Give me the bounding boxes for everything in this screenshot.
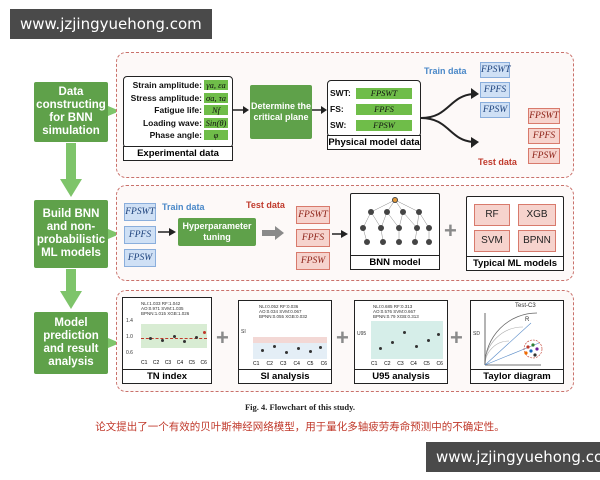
exp-label: Fatigue life: [154, 105, 202, 116]
train-fp-swt: FPSWT [480, 62, 511, 78]
build-train-stack: FPSWT FPFS FPSW [124, 203, 156, 267]
test-fp-swt: FPSWT [528, 108, 560, 124]
experimental-data-caption: Experimental data [123, 146, 233, 161]
test-fp-fs: FPFS [528, 128, 560, 144]
si-analysis-caption: SI analysis [238, 369, 332, 384]
exp-label: Stress amplitude: [130, 92, 202, 103]
right-arrow-icon [262, 226, 284, 240]
experimental-rows: Strain amplitude: γa, εa Stress amplitud… [126, 79, 230, 142]
ml-model-bpnn: BPNN [518, 230, 556, 252]
train-fp-sw: FPSW [480, 102, 510, 118]
ml-model-svm: SVM [474, 230, 510, 252]
watermark-top: www.jzjingyuehong.com [10, 9, 212, 39]
phys-value: FPFS [356, 103, 412, 115]
right-arrow-icon [158, 228, 176, 236]
down-arrow-icon [60, 269, 82, 309]
right-arrow-icon [108, 338, 120, 348]
right-arrow-icon [108, 106, 120, 116]
exp-label: Strain amplitude: [132, 80, 202, 91]
test-data-label: Test data [478, 157, 517, 167]
taylor-legend: Test-C3 [515, 303, 536, 309]
phys-value: FPSW [356, 119, 412, 131]
summary-note: 论文提出了一个有效的贝叶斯神经网络模型，用于量化多轴疲劳寿命预测中的不确定性。 [95, 421, 505, 433]
critical-plane-box: Determine the critical plane [250, 85, 312, 139]
right-arrow-icon [332, 230, 348, 238]
taylor-diagram-caption: Taylor diagram [470, 369, 564, 384]
bnn-model-box [350, 193, 440, 257]
phys-value: FPSWT [356, 87, 412, 99]
stage-build-models: Build BNN and non-probabilistic ML model… [34, 200, 108, 268]
build-train-fp-fs: FPFS [124, 226, 156, 244]
train-fp-fs: FPFS [480, 82, 510, 98]
phys-label: SW: [330, 120, 347, 130]
split-arrows [420, 88, 479, 148]
stage-prediction-analysis: Model prediction and result analysis [34, 312, 108, 374]
ml-models-caption: Typical ML models [466, 256, 564, 271]
build-test-fp-fs: FPFS [296, 229, 330, 247]
ml-model-rf: RF [474, 204, 510, 226]
exp-symbol: φ [204, 130, 228, 141]
train-data-label: Train data [424, 66, 467, 76]
phys-label: FS: [330, 104, 344, 114]
plus-icon: + [336, 325, 349, 350]
watermark-bottom: www.jzjingyuehong.com [426, 442, 600, 472]
train-split-stack: FPSWT FPFS FPSW [480, 62, 511, 118]
physical-data-caption: Physical model data [327, 135, 421, 150]
build-train-fp-swt: FPSWT [124, 203, 156, 221]
test-split-stack: FPSWT FPFS FPSW [528, 108, 560, 164]
svg-text:R: R [525, 317, 530, 323]
right-arrow-icon [232, 106, 249, 114]
exp-label: Loading wave: [142, 117, 202, 128]
build-test-fp-swt: FPSWT [296, 206, 330, 224]
taylor-arcs: R [484, 312, 543, 366]
figure-caption: Fig. 4. Flowchart of this study. [244, 402, 356, 412]
exp-symbol: γa, εa [204, 80, 228, 91]
build-test-stack: FPSWT FPFS FPSW [296, 206, 330, 270]
build-train-fp-sw: FPSW [124, 249, 156, 267]
ml-model-xgb: XGB [518, 204, 556, 226]
exp-symbol: Nf [204, 105, 228, 116]
plus-icon: + [450, 325, 463, 350]
right-arrow-icon [108, 229, 120, 239]
plus-icon: + [216, 325, 229, 350]
tn-index-caption: TN index [122, 369, 212, 384]
u95-analysis-caption: U95 analysis [354, 369, 448, 384]
phys-label: SWT: [330, 88, 351, 98]
hyperparameter-tuning-box: Hyperparameter tuning [178, 218, 256, 246]
build-test-label: Test data [246, 200, 285, 210]
exp-symbol: σa, τa [204, 92, 228, 103]
exp-label: Phase angle: [149, 130, 202, 141]
bnn-model-caption: BNN model [350, 255, 440, 270]
build-train-label: Train data [162, 202, 205, 212]
down-arrow-icon [60, 143, 82, 197]
taylor-diagram-chart: Test-C3 SD R [470, 300, 564, 371]
physical-rows: SWT: FPSWT FS: FPFS SW: FPSW [330, 85, 416, 133]
exp-symbol: Sin(θ) [204, 117, 228, 128]
test-fp-sw: FPSW [528, 148, 560, 164]
plus-icon: + [444, 218, 457, 243]
stage-data-constructing: Data constructing for BNN simulation [34, 82, 108, 142]
right-arrow-icon [312, 106, 327, 114]
bnn-network-icon [360, 197, 432, 245]
build-test-fp-sw: FPSW [296, 252, 330, 270]
